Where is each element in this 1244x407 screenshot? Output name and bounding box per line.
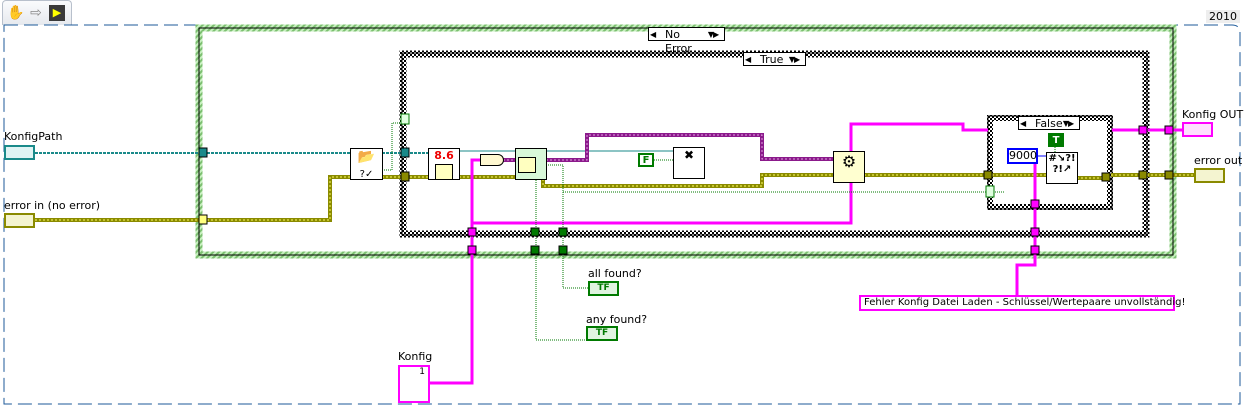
config-file-icon [518, 157, 536, 173]
error-in-control[interactable] [4, 213, 35, 228]
any-found-label: any found? [586, 313, 648, 326]
tunnels [198, 113, 1174, 255]
folder-icon: 📂 [357, 149, 376, 165]
error-in-label: error in (no error) [4, 199, 101, 212]
version-config-node[interactable]: 8.6 [428, 148, 460, 180]
arrow-icon[interactable]: ⇨ [30, 5, 42, 21]
nested-case-selector[interactable]: ◀ False ▼ ▶ [1018, 116, 1080, 130]
open-config-file-node[interactable]: 📂 ?✓ [350, 148, 383, 180]
error-out-indicator[interactable] [1194, 168, 1225, 183]
diagram-frame [3, 24, 1241, 405]
vi-icon[interactable]: ▶ [49, 5, 65, 21]
version-label: 2010 [1206, 10, 1240, 23]
close-icon: ✖ [683, 148, 695, 162]
increment-arrow-icon[interactable]: ▶ [1068, 119, 1075, 128]
inner-case-selector[interactable]: ◀ True ▼ ▶ [743, 52, 806, 66]
gear-node[interactable]: ⚙ [833, 151, 865, 183]
outer-case-structure [195, 24, 1177, 259]
cluster-wire [430, 122, 1182, 385]
dropdown-arrow-icon[interactable]: ▼ [788, 55, 795, 64]
false-constant[interactable]: F [638, 153, 654, 167]
question-icon: ?✓ [359, 169, 374, 180]
any-found-indicator[interactable]: TF [586, 326, 618, 341]
decrement-arrow-icon[interactable]: ◀ [650, 30, 657, 39]
increment-arrow-icon[interactable]: ▶ [794, 55, 801, 64]
boolean-wire [382, 122, 1056, 341]
error-cluster-from-code-node[interactable]: #↘?!?!↗ [1046, 152, 1078, 184]
error-code-constant[interactable]: 9000 [1007, 148, 1038, 164]
hand-icon[interactable]: ✋ [7, 5, 25, 21]
all-found-indicator[interactable]: TF [588, 281, 619, 296]
error-icon: #↘?!?!↗ [1048, 153, 1076, 175]
error-out-label: error out [1194, 154, 1243, 167]
decrement-arrow-icon[interactable]: ◀ [745, 55, 752, 64]
unbundle-node[interactable] [480, 154, 504, 166]
dropdown-arrow-icon[interactable]: ▼ [707, 30, 714, 39]
error-wire [35, 173, 1194, 222]
read-keys-node[interactable] [515, 148, 547, 180]
toolbar: ✋ ⇨ ▶ [2, 0, 72, 25]
decrement-arrow-icon[interactable]: ◀ [1020, 119, 1027, 128]
konfig-control[interactable]: 1 [398, 365, 430, 403]
outer-case-selector[interactable]: ◀ No Error ▼ ▶ [648, 27, 725, 55]
config-file-icon [435, 164, 453, 180]
dropdown-arrow-icon[interactable]: ▼ [1062, 119, 1069, 128]
konfig-out-label: Konfig OUT [1182, 108, 1244, 121]
close-config-node[interactable]: ✖ [673, 147, 705, 179]
increment-arrow-icon[interactable]: ▶ [713, 30, 720, 39]
refnum-wire [503, 133, 833, 162]
error-message-constant[interactable]: Fehler Konfig Datei Laden - Schlüssel/We… [859, 295, 1185, 311]
konfig-out-indicator[interactable] [1182, 122, 1213, 137]
all-found-label: all found? [588, 267, 642, 280]
konfig-path-label: KonfigPath [4, 130, 63, 143]
true-constant[interactable]: T [1048, 133, 1064, 147]
konfig-path-control[interactable] [4, 145, 35, 160]
konfig-label: Konfig [398, 350, 433, 363]
gear-icon: ⚙ [841, 152, 857, 171]
